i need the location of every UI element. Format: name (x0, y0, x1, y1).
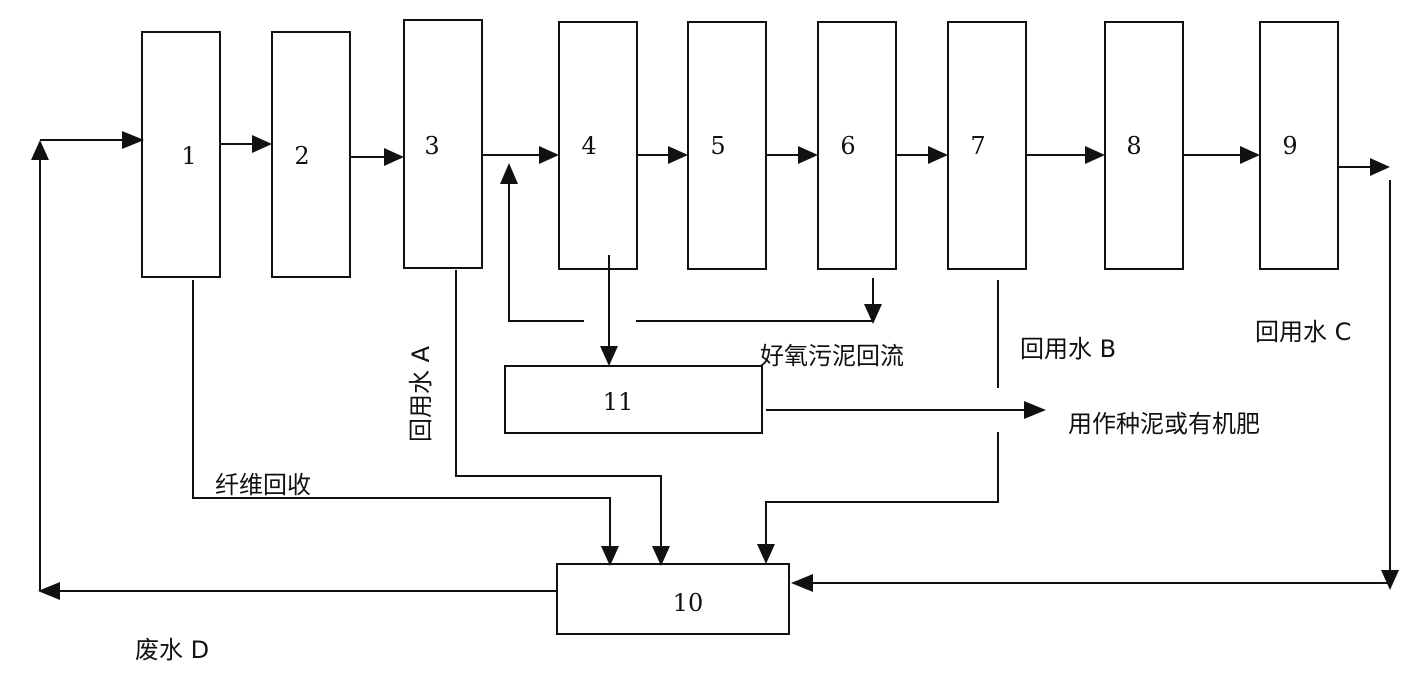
arrow-outer-to-1 (40, 131, 144, 149)
reuse-water-c-label: 回用水 C (1255, 318, 1351, 346)
arrow-10-to-outer-loop (31, 140, 557, 600)
box-8: 8 (1104, 21, 1184, 270)
arrow-8-to-9 (1183, 146, 1260, 164)
box-7: 7 (947, 21, 1027, 270)
fiber-recovery-label: 纤维回收 (215, 471, 311, 499)
box-6: 6 (817, 21, 897, 270)
box-6-label: 6 (840, 132, 855, 160)
arrow-9-out (1338, 158, 1390, 176)
reuse-water-a-label: 回用水 A (407, 345, 435, 442)
box-4-label: 4 (581, 132, 596, 160)
box-4: 4 (558, 21, 638, 270)
box-2-label: 2 (294, 142, 309, 170)
box-1: 1 (141, 31, 221, 278)
arrow-11-to-fertilizer (766, 401, 1046, 419)
box-10: 10 (556, 563, 790, 635)
arrow-6-to-7 (896, 146, 948, 164)
arrow-1-to-10 (192, 280, 619, 566)
arrow-3-to-10 (455, 270, 670, 566)
box-11: 11 (504, 365, 763, 434)
box-3-label: 3 (424, 132, 439, 160)
arrow-7-to-10 (757, 280, 999, 564)
box-8-label: 8 (1126, 132, 1141, 160)
box-9-label: 9 (1282, 132, 1297, 160)
box-5-label: 5 (710, 132, 725, 160)
box-5: 5 (687, 21, 767, 270)
box-7-label: 7 (970, 132, 985, 160)
reuse-water-b-label: 回用水 B (1020, 335, 1116, 363)
box-3: 3 (403, 19, 483, 269)
arrow-5-to-6 (766, 146, 818, 164)
arrow-1-to-2 (220, 135, 272, 153)
arrow-4-to-11 (600, 255, 618, 366)
seed-sludge-fertilizer-label: 用作种泥或有机肥 (1068, 410, 1260, 438)
box-1-label: 1 (181, 142, 196, 170)
box-11-label: 11 (603, 388, 634, 416)
aerobic-sludge-return-label: 好氧污泥回流 (760, 342, 904, 370)
sludge-return-loop (500, 163, 882, 324)
box-2: 2 (271, 31, 351, 278)
wastewater-d-label: 废水 D (135, 636, 209, 664)
arrow-7-to-8 (1026, 146, 1105, 164)
arrow-2-to-3 (350, 148, 404, 166)
arrow-4-to-5 (637, 146, 688, 164)
arrow-3-to-4 (482, 146, 559, 164)
box-9: 9 (1259, 21, 1339, 270)
arrow-9-to-10 (791, 180, 1399, 592)
box-10-label: 10 (673, 589, 704, 617)
